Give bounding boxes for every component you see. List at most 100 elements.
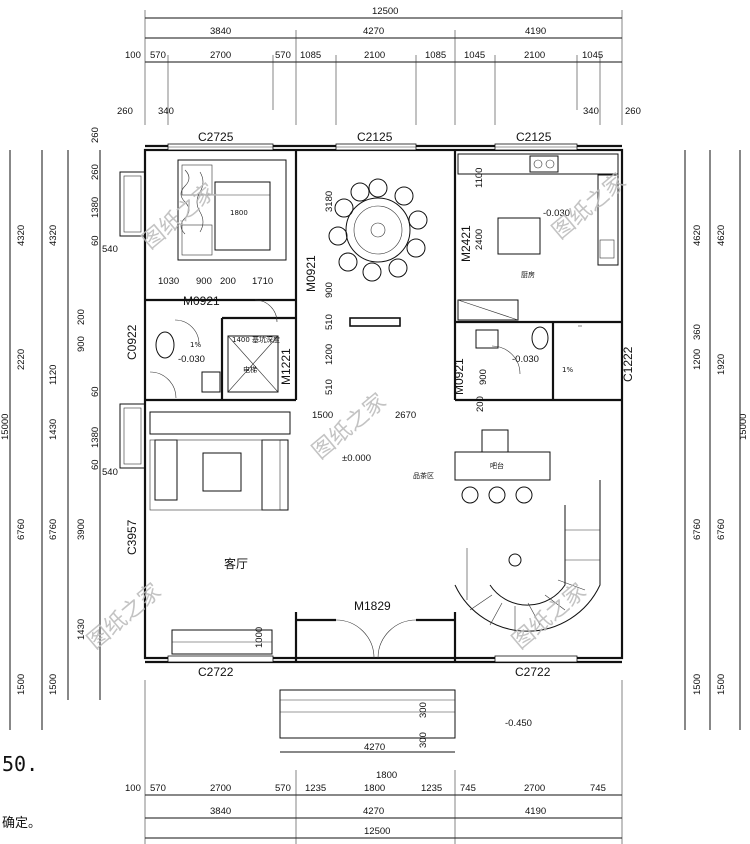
living-room-sofa [149, 411, 291, 655]
dim-int-900: 900 [324, 282, 335, 298]
door-m2421: M2421 [459, 225, 473, 262]
spiral-staircase [454, 480, 601, 632]
dim-left-2220: 2220 [16, 349, 27, 370]
dim-entry-1000: 1000 [254, 627, 265, 648]
watermark-1: 图纸之家 [138, 179, 221, 255]
dim-top2-7: 1045 [464, 50, 485, 61]
dim-entry-300b: 300 [418, 702, 429, 718]
dim-bot-5: 1800 [364, 783, 385, 794]
dim-left3-3: 60 [90, 235, 101, 246]
dining-table [328, 178, 428, 327]
bathroom-left [149, 319, 221, 399]
slope-right: 1% [562, 366, 573, 374]
dim-right2-15000: 15000 [738, 414, 749, 440]
level-entrance: -0.450 [505, 718, 532, 729]
dim-int-900b: 900 [478, 369, 489, 385]
dim-entry-1800: 1800 [376, 770, 397, 781]
door-m0921-bath: M0921 [452, 358, 466, 395]
dim-int-1030: 1030 [158, 276, 179, 287]
dim-left-1500: 1500 [16, 674, 27, 695]
dim-left-540-a: 540 [102, 244, 118, 255]
door-m1221: M1221 [279, 348, 293, 385]
dim-left2-1430: 1430 [48, 419, 59, 440]
dim-bot-1: 570 [150, 783, 166, 794]
scale-note: 50. [2, 752, 39, 776]
dim-right-360: 360 [692, 324, 703, 340]
left-dimension-lines [9, 150, 101, 730]
dim-top2-5: 2100 [364, 50, 385, 61]
window-c2125-a: C2125 [357, 130, 393, 144]
dim-bot2-b: 4270 [363, 806, 384, 817]
dim-left-6760: 6760 [16, 519, 27, 540]
dim-bot-7: 745 [460, 783, 476, 794]
dim-left2-1120: 1120 [48, 365, 59, 385]
dim-int-200b: 200 [220, 276, 236, 287]
left-bay-window [119, 171, 146, 469]
dim-int-510b: 510 [324, 379, 335, 395]
dim-left3-7: 1380 [90, 427, 101, 448]
dim-right-4620: 4620 [692, 225, 703, 246]
footer-note: 确定。 [2, 816, 42, 831]
dim-offset-340-left: 340 [158, 106, 174, 117]
dim-top2-6: 1085 [425, 50, 446, 61]
bottom-windows [167, 655, 578, 663]
window-c1222: C1222 [621, 346, 635, 382]
dim-left3-5: 900 [76, 336, 87, 352]
dim-bot-4: 1235 [305, 783, 326, 794]
level-main: ±0.000 [342, 453, 371, 464]
dim-int-1100: 1100 [474, 168, 485, 188]
dim-left2-4320: 4320 [48, 225, 59, 246]
dim-right2-1500: 1500 [716, 674, 727, 695]
level-kitchen: -0.030 [543, 208, 570, 219]
dim-int-1710: 1710 [252, 276, 273, 287]
dim-right2-6760: 6760 [716, 519, 727, 540]
dim-top2-4: 1085 [300, 50, 321, 61]
room-kitchen: 厨房 [521, 270, 535, 279]
dim-bot2-a: 3840 [210, 806, 231, 817]
dim-top2-0: 100 [125, 50, 141, 61]
dim-left-15000: 15000 [0, 414, 11, 440]
dim-entry-300a: 300 [418, 732, 429, 748]
dim-offset-260-left: 260 [117, 106, 133, 117]
svg-text:1800: 1800 [230, 209, 248, 217]
door-m0921-dining: M0921 [304, 255, 318, 292]
dim-int-3180: 3180 [324, 191, 335, 212]
dim-int-900c: 900 [196, 276, 212, 287]
dim-right-1500: 1500 [692, 674, 703, 695]
dim-bot-9: 745 [590, 783, 606, 794]
dim-top-b: 4270 [363, 26, 384, 37]
door-swing-bedroom [254, 299, 278, 323]
window-c2722-a: C2722 [198, 665, 234, 679]
window-c3957: C3957 [125, 519, 139, 555]
dim-int-510a: 510 [324, 314, 335, 330]
window-c0922: C0922 [125, 324, 139, 360]
interior-walls [145, 150, 622, 662]
dim-bot-6: 1235 [421, 783, 442, 794]
dim-left2-1500: 1500 [48, 674, 59, 695]
dim-int-2670: 2670 [395, 410, 416, 421]
elevator-note: 1400 基坑深度 [232, 335, 280, 344]
dim-offset-260-right: 260 [625, 106, 641, 117]
bathroom-right [475, 325, 582, 375]
dim-bot-2: 2700 [210, 783, 231, 794]
dim-right2-1920: 1920 [716, 354, 727, 375]
room-bar: 吧台 [490, 461, 504, 470]
dim-left3-6: 200 [76, 309, 87, 325]
dim-left2-6760: 6760 [48, 519, 59, 540]
dim-top2-9: 1045 [582, 50, 603, 61]
dim-bot2-c: 4190 [525, 806, 546, 817]
dim-top2-2: 2700 [210, 50, 231, 61]
dim-left3-1: 260 [90, 164, 101, 180]
watermark-4: 图纸之家 [83, 579, 166, 655]
dim-left3-8: 60 [90, 459, 101, 470]
dim-top-c: 4190 [525, 26, 546, 37]
dim-left3-2: 1380 [90, 197, 101, 218]
dim-int-1500: 1500 [312, 410, 333, 421]
slope-left: 1% [190, 341, 201, 349]
dim-left-540-b: 540 [102, 467, 118, 478]
dim-top-a: 3840 [210, 26, 231, 37]
dim-bot-0: 100 [125, 783, 141, 794]
dim-top-total: 12500 [372, 6, 398, 17]
dim-int-200: 200 [475, 396, 486, 412]
